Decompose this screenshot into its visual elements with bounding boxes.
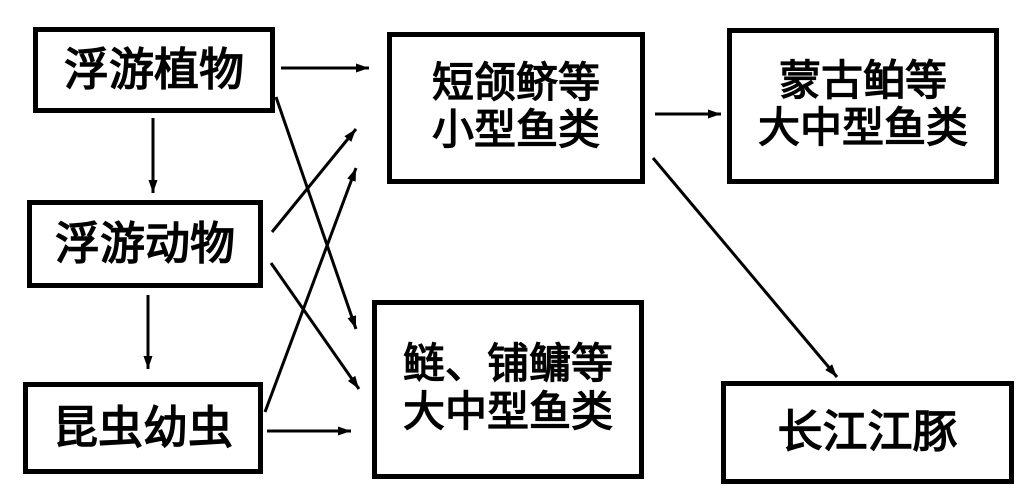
arrow-small-fish-to-yangtze-porpoise: [651, 157, 839, 378]
node-silver-bighead-carp-label-line2: 大中型鱼类: [402, 389, 613, 436]
arrow-phytoplankton-to-silver-bighead-carp: [274, 96, 358, 330]
node-mongolian-culter: 蒙古鲌等 大中型鱼类: [727, 28, 999, 184]
node-small-fish: 短颌鲚等 小型鱼类: [387, 32, 645, 184]
node-insect-larvae: 昆虫幼虫: [23, 382, 263, 474]
node-phytoplankton: 浮游植物: [33, 27, 275, 113]
node-mongolian-culter-label-line2: 大中型鱼类: [757, 106, 968, 152]
node-insect-larvae-label: 昆虫幼虫: [52, 402, 233, 453]
node-small-fish-label-line1: 短颌鲚等: [431, 60, 600, 107]
node-yangtze-porpoise-label: 长江江豚: [777, 407, 958, 458]
node-silver-bighead-carp: 鲢、铺鳙等 大中型鱼类: [372, 300, 644, 479]
node-yangtze-porpoise: 长江江豚: [721, 381, 1014, 484]
node-silver-bighead-carp-label-line1: 鲢、铺鳙等: [402, 342, 613, 389]
node-mongolian-culter-label-line1: 蒙古鲌等: [778, 58, 947, 105]
node-zooplankton-label: 浮游动物: [54, 218, 235, 269]
arrow-zooplankton-to-silver-bighead-carp: [269, 262, 361, 390]
node-small-fish-label-line2: 小型鱼类: [431, 108, 600, 154]
arrow-zooplankton-to-small-fish: [270, 128, 358, 233]
arrow-insect-larvae-to-small-fish: [263, 167, 358, 413]
node-zooplankton: 浮游动物: [27, 200, 263, 288]
node-phytoplankton-label: 浮游植物: [63, 44, 244, 95]
